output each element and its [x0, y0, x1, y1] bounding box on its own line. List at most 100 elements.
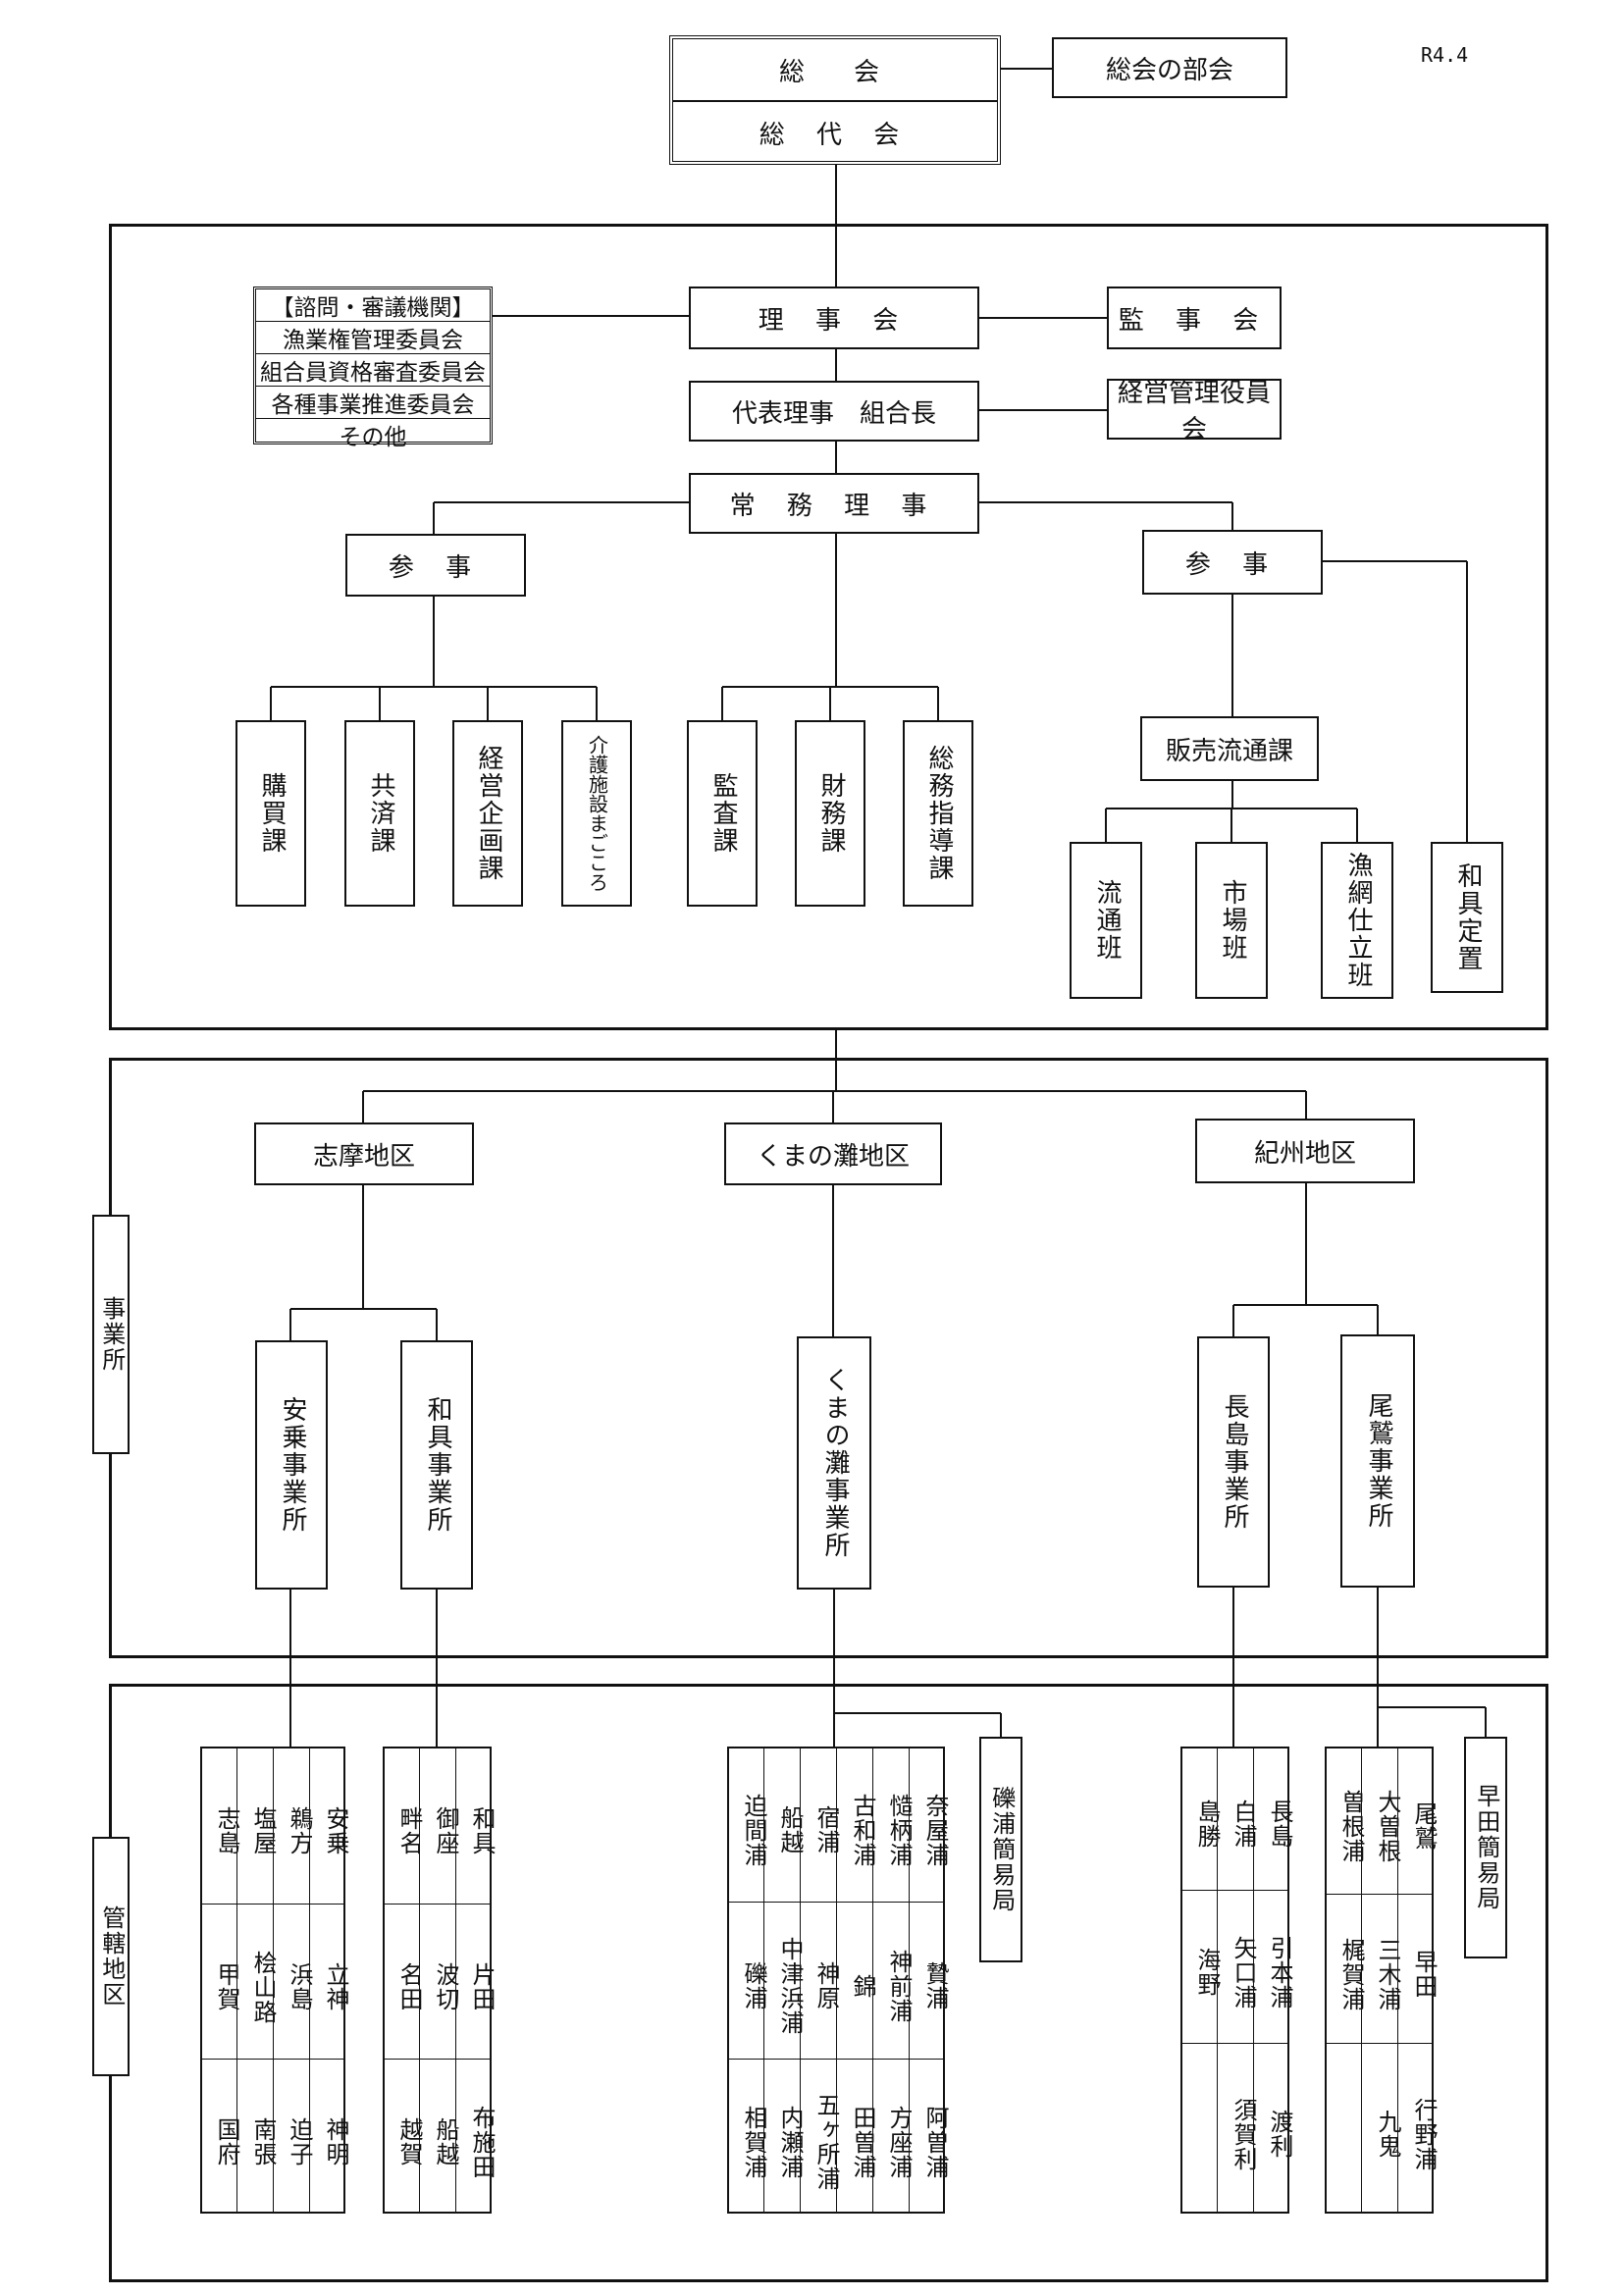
area-name: 錦 [849, 1973, 876, 1999]
post-office-haida: 早田簡易局 [1464, 1737, 1507, 1958]
advisory-header: 【諮問・審議機関】 [256, 289, 490, 322]
board-of-auditors: 監 事 会 [1107, 287, 1282, 349]
area-name: 和具 [468, 1806, 496, 1855]
area-name: 奈屋浦 [921, 1793, 949, 1867]
area-name: 長島 [1266, 1800, 1293, 1849]
grid-divider [419, 1748, 420, 2212]
advisory-item: その他 [339, 425, 407, 450]
audit-dept: 監査課 [687, 720, 758, 907]
general-meeting-box: 総 会 総 代 会 [669, 35, 1001, 165]
area-name: 大曽根 [1374, 1789, 1401, 1863]
area-name: 迫子 [286, 2117, 313, 2166]
area-name: 早田 [1410, 1950, 1438, 1999]
offices-side-label: 事業所 [92, 1215, 130, 1454]
advisory-item: 各種事業推進委員会 [256, 387, 490, 419]
grid-divider [729, 1902, 943, 1903]
mutual-aid-dept: 共済課 [344, 720, 415, 907]
area-name: 神明 [322, 2117, 349, 2166]
general-meeting: 総 会 [673, 39, 997, 102]
area-name: 中津浜浦 [776, 1937, 804, 2035]
advisory-list: 【諮問・審議機関】 漁業権管理委員会 組合員資格審査委員会 各種事業推進委員会 … [253, 287, 493, 450]
grid-divider [800, 1748, 801, 2212]
grid-divider [1182, 1890, 1287, 1891]
planning-dept: 経営企画課 [452, 720, 523, 907]
area-name: 曽根浦 [1337, 1789, 1365, 1863]
areas-grid-nagashima: 長島白浦島勝引本浦矢口浦海野渡利須賀利 [1180, 1747, 1293, 2214]
area-name: 方座浦 [885, 2105, 913, 2179]
area-name: 引本浦 [1266, 1935, 1293, 2009]
board-of-directors: 理 事 会 [689, 287, 979, 349]
executive-director: 常 務 理 事 [689, 473, 979, 534]
area-name: 船越 [776, 1805, 804, 1854]
management-committee: 経営管理役員会 [1107, 379, 1282, 444]
area-name: 須賀利 [1230, 2097, 1257, 2171]
grid-divider [763, 1748, 764, 2212]
areas-grid-owase: 尾鷲大曽根曽根浦早田三木浦梶賀浦行野浦九鬼 [1325, 1747, 1438, 2214]
area-name: 立神 [322, 1962, 349, 2011]
general-meeting-section: 総会の部会 [1052, 37, 1287, 98]
area-name: 贄浦 [921, 1961, 949, 2010]
area-name: 白浦 [1230, 1800, 1257, 1849]
grid-divider [273, 1748, 274, 2212]
region-shima: 志摩地区 [254, 1122, 474, 1185]
grid-divider [1397, 1748, 1398, 2212]
area-name: 五ヶ所浦 [812, 2093, 840, 2191]
post-office-shitomiura: 礫浦簡易局 [979, 1737, 1022, 1962]
net-making-team: 漁網仕立班 [1321, 842, 1393, 999]
grid-divider [872, 1748, 873, 2212]
area-name: 古和浦 [849, 1793, 876, 1867]
area-name: 田曽浦 [849, 2105, 876, 2179]
region-kishu: 紀州地区 [1195, 1119, 1415, 1183]
area-name: 島勝 [1193, 1800, 1221, 1849]
grid-divider [1253, 1748, 1254, 2212]
area-name: 志島 [213, 1806, 240, 1855]
purchasing-dept: 購買課 [236, 720, 306, 907]
grid-divider [1361, 1748, 1362, 2212]
area-name: 神原 [812, 1961, 840, 2010]
area-name: 神前浦 [885, 1949, 913, 2023]
area-name: 行野浦 [1410, 2097, 1438, 2171]
area-name: 海野 [1193, 1948, 1221, 1997]
area-name: 慥柄浦 [885, 1793, 913, 1867]
area-name: 越賀 [395, 2117, 423, 2166]
wagu-set-net: 和具定置 [1431, 842, 1503, 993]
advisory-item: 漁業権管理委員会 [256, 322, 490, 354]
area-name: 阿曽浦 [921, 2105, 949, 2179]
area-name: 塩屋 [249, 1806, 277, 1855]
area-name: 南張 [249, 2117, 277, 2166]
office-nagashima: 長島事業所 [1197, 1336, 1270, 1588]
area-name: 内瀬浦 [776, 2105, 804, 2179]
area-name: 相賀浦 [740, 2105, 767, 2179]
grid-divider [202, 2059, 343, 2060]
area-name: 梶賀浦 [1337, 1937, 1365, 2011]
advisory-item: 組合員資格審査委員会 [256, 354, 490, 387]
market-team: 市場班 [1195, 842, 1268, 999]
area-name: 畔名 [395, 1806, 423, 1855]
grid-divider [1182, 2043, 1287, 2044]
area-name: 三木浦 [1374, 1937, 1401, 2011]
grid-divider [1327, 2043, 1432, 2044]
version-label: R4.4 [1421, 43, 1469, 67]
grid-divider [729, 2059, 943, 2060]
finance-dept: 財務課 [795, 720, 865, 907]
grid-divider [385, 2059, 490, 2060]
area-name: 宿浦 [812, 1805, 840, 1854]
area-name: 波切 [432, 1962, 459, 2011]
distribution-team: 流通班 [1070, 842, 1142, 999]
grid-divider [909, 1748, 910, 2212]
delegates-meeting: 総 代 会 [759, 120, 912, 150]
grid-divider [455, 1748, 456, 2212]
general-affairs-dept: 総務指導課 [903, 720, 973, 907]
area-name: 船越 [432, 2117, 459, 2166]
care-facility-magokoro: 介護施設まごころ [561, 720, 632, 907]
area-name: 鵜方 [286, 1806, 313, 1855]
area-name: 片田 [468, 1962, 496, 2011]
president: 代表理事 組合長 [689, 381, 979, 442]
area-name: 矢口浦 [1230, 1935, 1257, 2009]
region-kumanonada: くまの灘地区 [724, 1122, 942, 1185]
area-name: 浜島 [286, 1962, 313, 2011]
areas-grid-wagu: 和具御座畔名片田波切名田布施田船越越賀 [383, 1747, 496, 2214]
area-name: 九鬼 [1374, 2110, 1401, 2159]
